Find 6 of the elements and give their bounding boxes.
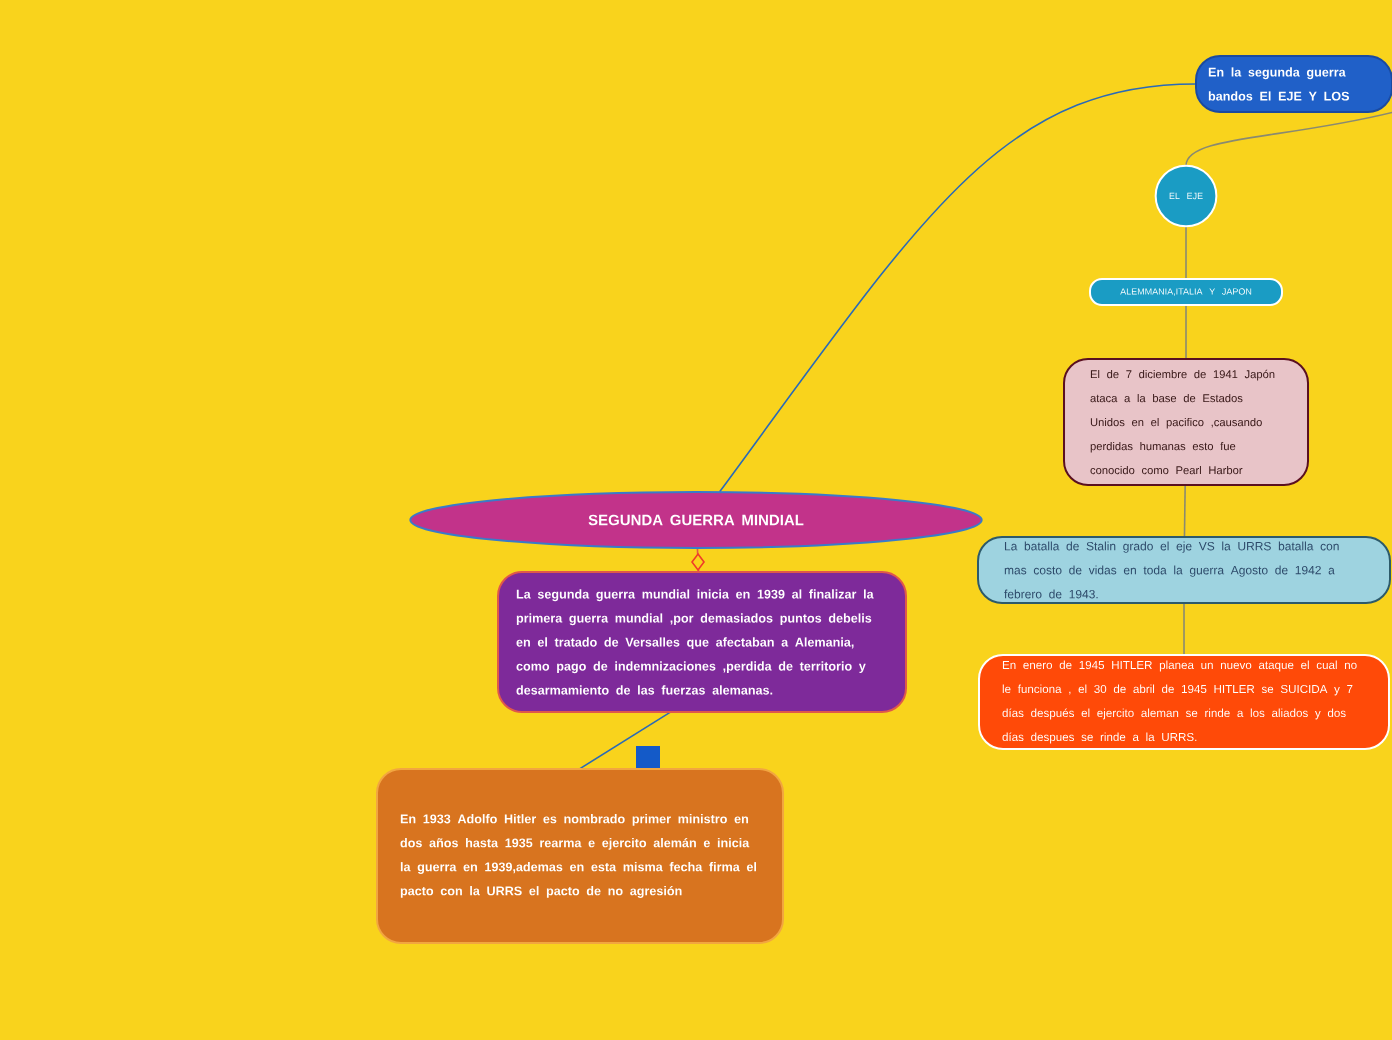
connector [1185,111,1392,167]
connector [718,83,1197,493]
connector [1183,602,1185,656]
connector [1183,484,1186,538]
connector [1185,304,1187,360]
connector [1185,225,1187,280]
